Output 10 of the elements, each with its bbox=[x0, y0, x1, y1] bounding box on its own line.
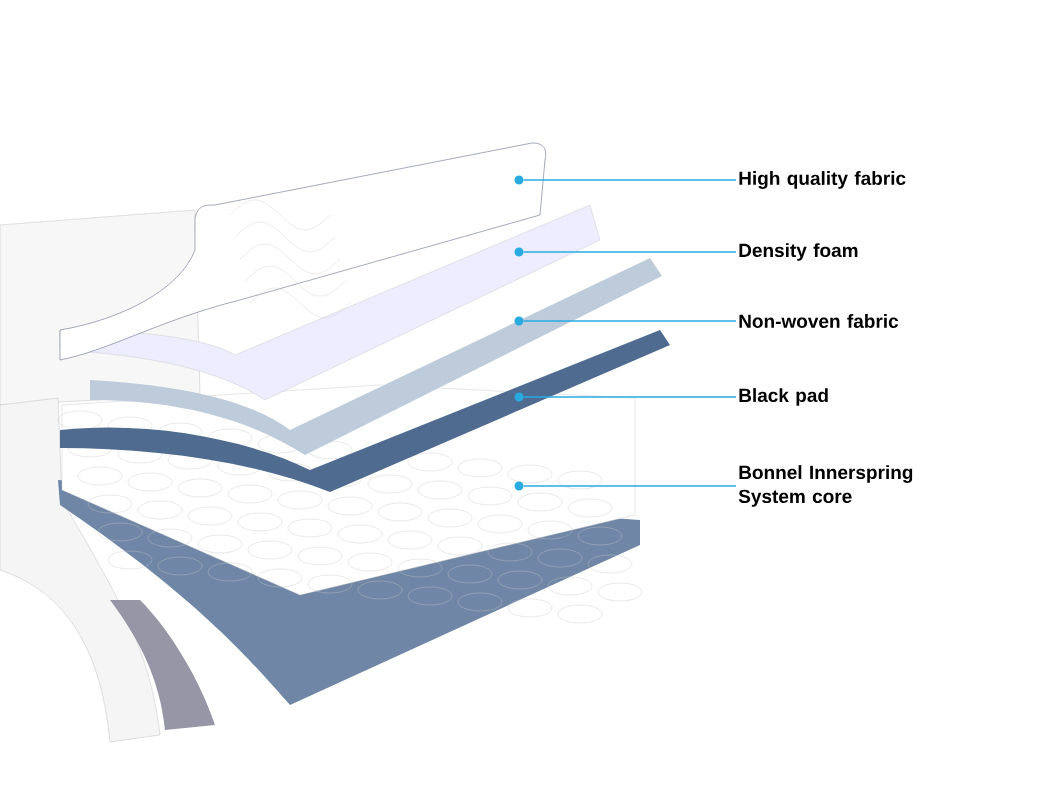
leader-line bbox=[522, 396, 737, 398]
leader-line bbox=[522, 251, 737, 253]
callout-label: Bonnel Innerspring System core bbox=[738, 465, 913, 507]
callout-label: Non-woven fabric bbox=[739, 314, 899, 328]
callout-label: High quality fabric bbox=[739, 171, 906, 189]
callout-label: Black pad bbox=[739, 388, 828, 406]
leader-line bbox=[522, 485, 737, 487]
callout-label: Density foam bbox=[739, 243, 858, 261]
leader-line bbox=[522, 320, 737, 322]
leader-line bbox=[522, 179, 737, 181]
